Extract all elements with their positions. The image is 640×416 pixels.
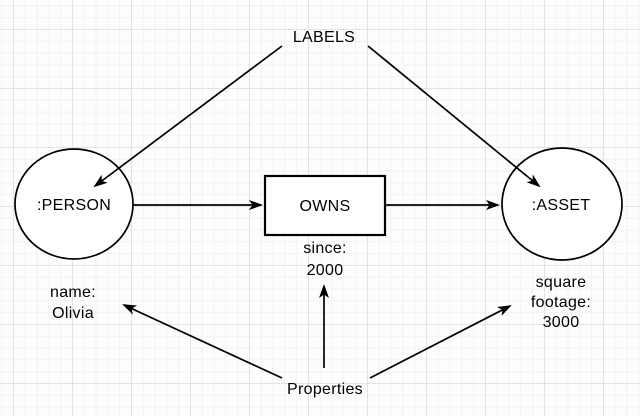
properties-annotation-text: Properties	[287, 381, 363, 398]
person-property-value: Olivia	[52, 305, 94, 322]
arrow-properties-to-footage	[369, 305, 512, 379]
owns-relationship-box	[263, 174, 387, 237]
person-node-label: :PERSON	[37, 197, 111, 214]
arrow-labels-to-person	[93, 45, 283, 188]
arrow-properties-to-name	[122, 304, 283, 379]
asset-property-key-line2: footage:	[531, 294, 591, 311]
asset-property-value: 3000	[543, 314, 580, 331]
owns-property-key: since:	[303, 240, 347, 257]
asset-property-key-line1: square	[536, 274, 587, 291]
arrow-labels-to-asset	[367, 45, 541, 188]
owns-property-value: 2000	[307, 262, 344, 279]
person-property-key: name:	[50, 284, 96, 301]
labels-annotation-text: LABELS	[293, 29, 355, 46]
asset-node-label: :ASSET	[532, 197, 591, 214]
owns-relationship-label: OWNS	[300, 198, 351, 215]
